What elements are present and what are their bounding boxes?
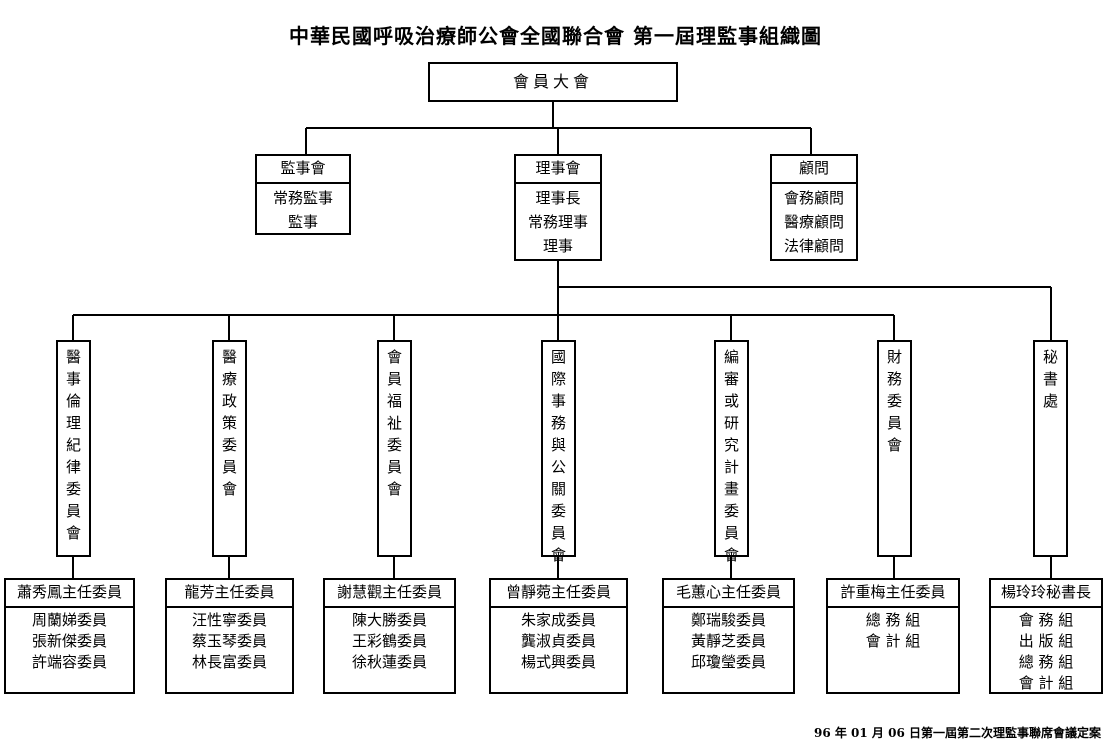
committee-leader: 毛蕙心主任委員 [664,580,793,608]
committee-name: 財務委員會 [886,348,902,454]
supervisors-item: 監事 [287,213,318,231]
advisors-header: 顧問 [772,156,856,184]
committee-leader: 楊玲玲秘書長 [991,580,1101,608]
committee-member: 總 務 組 [1018,653,1074,671]
board-item: 理事長 [535,189,581,207]
advisors-item: 醫療顧問 [783,213,844,231]
committee-member: 徐秋蓮委員 [351,653,427,671]
committee-member: 周蘭娣委員 [31,611,107,629]
committee-member: 朱家成委員 [520,611,596,629]
committee-leader: 蕭秀鳳主任委員 [6,580,133,608]
committee-member: 黃靜芝委員 [690,632,766,650]
committee-policy: 醫療政策委員會 [212,340,247,557]
committee-leader: 曾靜菀主任委員 [491,580,626,608]
committee-member: 林長富委員 [191,653,267,671]
committee-finance: 財務委員會 [877,340,912,557]
approval-note: 96 年 01 月 06 日第一屆第二次理監事聯席會議定案 [814,726,1101,740]
board-box: 理事會 理事長 常務理事 理事 [514,154,602,261]
committee-member: 蔡玉琴委員 [191,632,267,650]
committee-member: 楊式興委員 [520,653,596,671]
committee-leader: 許重梅主任委員 [828,580,958,608]
board-item: 理事 [542,237,573,255]
committee-member: 邱瓊瑩委員 [690,653,766,671]
committee-name: 會員福祉委員會 [386,348,402,498]
committee-member: 張新傑委員 [31,632,107,650]
members-box-ethics: 蕭秀鳳主任委員 周蘭娣委員 張新傑委員 許端容委員 [4,578,135,694]
members-box-secretariat: 楊玲玲秘書長 會 務 組 出 版 組 總 務 組 會 計 組 [989,578,1103,694]
advisors-item: 會務顧問 [783,189,844,207]
members-box-welfare: 謝慧觀主任委員 陳大勝委員 王彩鶴委員 徐秋蓮委員 [323,578,456,694]
committee-name: 醫事倫理紀律委員會 [65,348,81,542]
board-header: 理事會 [516,156,600,184]
committee-welfare: 會員福祉委員會 [377,340,412,557]
committee-international: 國際事務與公關委員會 [541,340,576,564]
committee-member: 許端容委員 [31,653,107,671]
committee-member: 汪性寧委員 [191,611,267,629]
committee-member: 會 計 組 [1018,674,1074,692]
committee-name: 編審或研究計畫委員會 [723,348,739,564]
members-box-editorial: 毛蕙心主任委員 鄭瑞駿委員 黃靜芝委員 邱瓊瑩委員 [662,578,795,694]
committee-member: 王彩鶴委員 [351,632,427,650]
committee-member: 總 務 組 [865,611,921,629]
committee-member: 龔淑貞委員 [520,632,596,650]
advisors-item: 法律顧問 [783,237,844,255]
committee-leader: 龍芳主任委員 [167,580,292,608]
committee-member: 會 計 組 [865,632,921,650]
supervisors-header: 監事會 [257,156,349,184]
committee-member: 會 務 組 [1018,611,1074,629]
advisors-box: 顧問 會務顧問 醫療顧問 法律顧問 [770,154,858,261]
committee-ethics: 醫事倫理紀律委員會 [56,340,91,557]
committee-name: 國際事務與公關委員會 [550,348,566,564]
committee-editorial: 編審或研究計畫委員會 [714,340,749,564]
chart-title: 中華民國呼吸治療師公會全國聯合會 第一屆理監事組織圖 [289,24,822,48]
committee-name: 秘書處 [1042,348,1058,410]
supervisors-item: 常務監事 [272,189,333,207]
committee-name: 醫療政策委員會 [221,348,237,498]
supervisors-box: 監事會 常務監事 監事 [255,154,351,235]
members-box-policy: 龍芳主任委員 汪性寧委員 蔡玉琴委員 林長富委員 [165,578,294,694]
board-item: 常務理事 [527,213,588,231]
members-box-international: 曾靜菀主任委員 朱家成委員 龔淑貞委員 楊式興委員 [489,578,628,694]
committee-member: 出 版 組 [1018,632,1074,650]
committee-member: 陳大勝委員 [351,611,427,629]
committee-member: 鄭瑞駿委員 [690,611,766,629]
general-assembly-box: 會員大會 [428,62,678,102]
members-box-finance: 許重梅主任委員 總 務 組 會 計 組 [826,578,960,694]
committee-secretariat: 秘書處 [1033,340,1068,557]
committee-leader: 謝慧觀主任委員 [325,580,454,608]
